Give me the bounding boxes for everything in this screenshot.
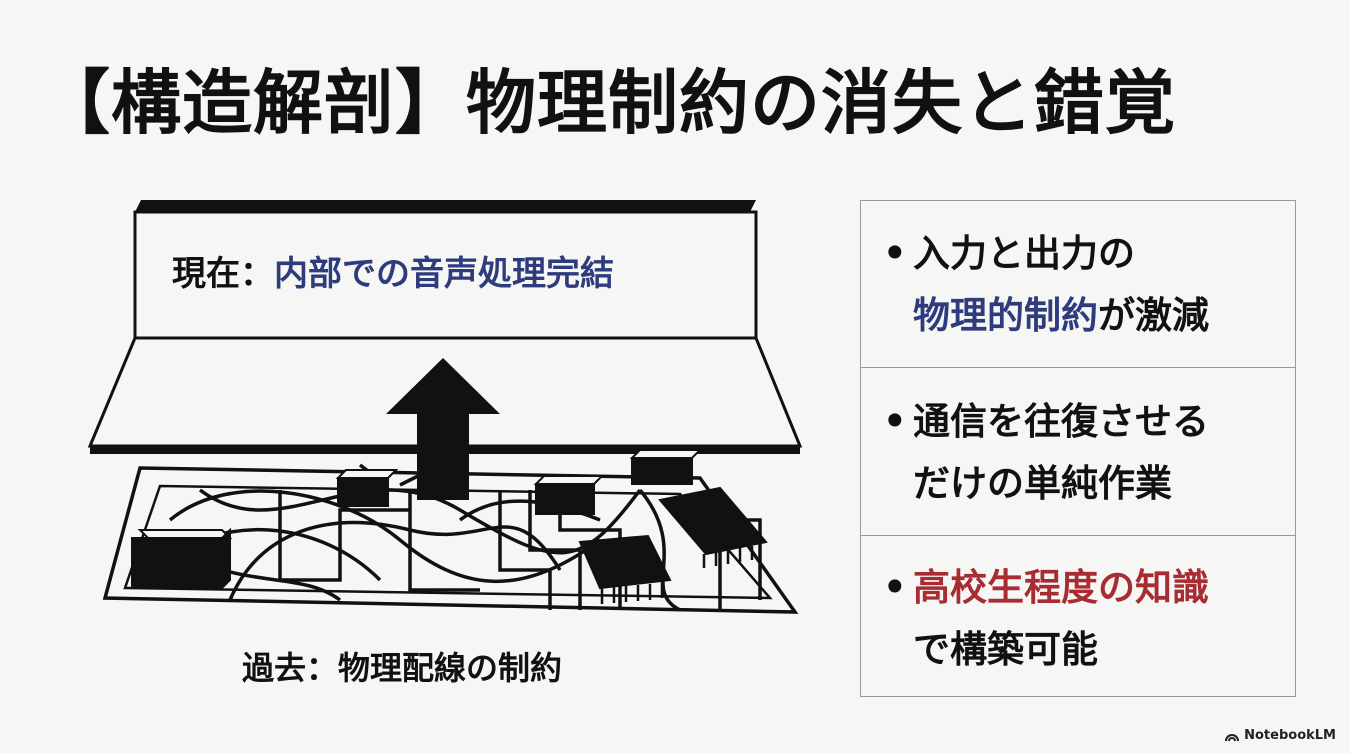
bullet-icon: • bbox=[883, 232, 907, 275]
chip-small-center bbox=[335, 469, 399, 507]
chip-top-right bbox=[629, 449, 703, 485]
slab-top-edge bbox=[135, 200, 756, 212]
bullet-icon: • bbox=[883, 566, 907, 609]
divider bbox=[861, 367, 1295, 368]
chip-large-left bbox=[131, 527, 233, 591]
brand-watermark: NotebookLM bbox=[1224, 728, 1336, 743]
slab-front bbox=[133, 210, 758, 340]
points-panel: •入力と出力の 物理的制約が激減 •通信を往復させる だけの単純作業 •高校生程… bbox=[860, 200, 1296, 697]
point-2-line2: だけの単純作業 bbox=[913, 462, 1172, 505]
up-arrow-icon bbox=[386, 358, 500, 500]
present-text: 内部での音声処理完結 bbox=[274, 254, 614, 294]
brand-name: NotebookLM bbox=[1244, 728, 1336, 743]
point-1: •入力と出力の 物理的制約が激減 bbox=[861, 223, 1295, 347]
point-3-highlight: 高校生程度の知識 bbox=[913, 566, 1209, 609]
chip-small-right bbox=[533, 475, 605, 515]
chip-with-pins-center bbox=[578, 534, 672, 604]
divider bbox=[861, 535, 1295, 536]
bullet-icon: • bbox=[883, 400, 907, 443]
notebooklm-logo-icon bbox=[1225, 733, 1240, 741]
layer-diagram bbox=[87, 200, 803, 614]
point-3: •高校生程度の知識 で構築可能 bbox=[861, 557, 1295, 681]
point-2-line1: 通信を往復させる bbox=[913, 400, 1209, 443]
point-1-line1: 入力と出力の bbox=[913, 232, 1135, 275]
point-1-line2: が激減 bbox=[1098, 294, 1209, 337]
slide-title: 【構造解剖】物理制約の消失と錯覚 bbox=[40, 62, 1176, 144]
point-1-highlight: 物理的制約 bbox=[913, 294, 1098, 337]
point-3-line2: で構築可能 bbox=[913, 628, 1098, 671]
present-layer-label: 現在：内部での音声処理完結 bbox=[172, 252, 614, 296]
chip-with-pins-right bbox=[658, 486, 768, 568]
point-2: •通信を往復させる だけの単純作業 bbox=[861, 391, 1295, 515]
present-prefix: 現在： bbox=[172, 254, 274, 294]
past-layer-label: 過去：物理配線の制約 bbox=[242, 649, 563, 687]
